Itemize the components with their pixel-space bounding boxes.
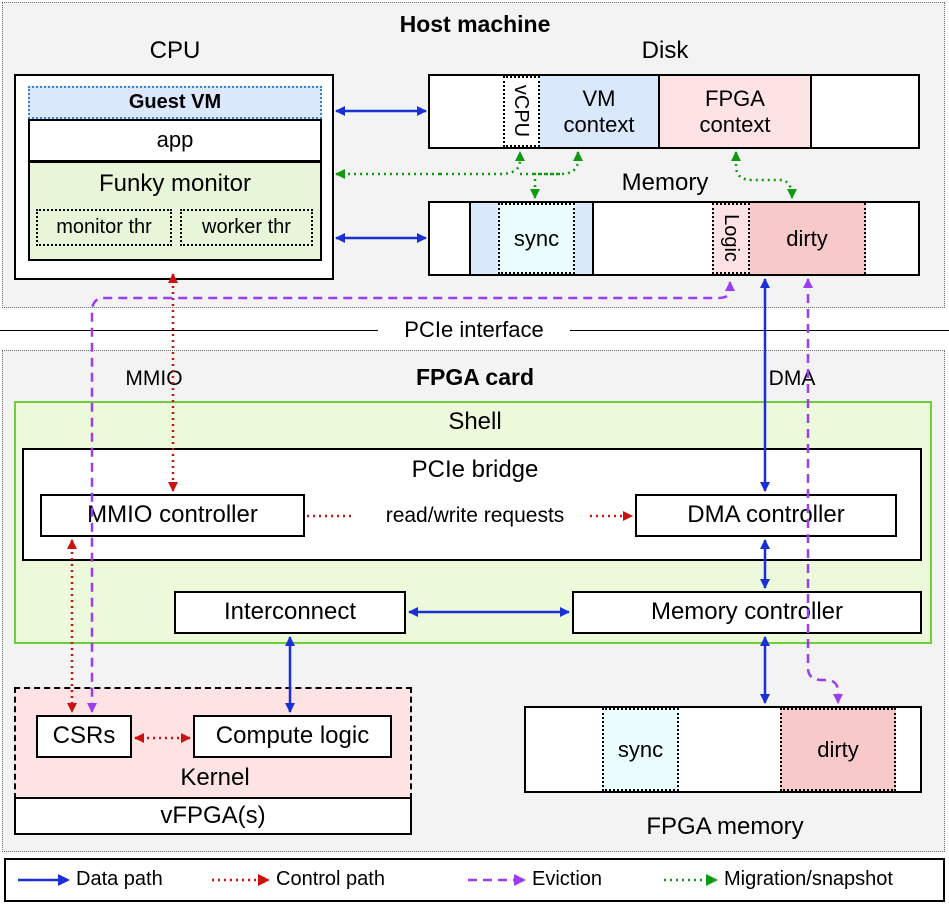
host-memory-logic-segment xyxy=(712,203,750,274)
host-machine-title: Host machine xyxy=(399,11,551,38)
legend-control-path: Control path xyxy=(212,868,385,891)
migration-to-sync xyxy=(530,172,560,199)
vfpga-box: vFPGA(s) xyxy=(14,797,412,835)
disk-vm-context: VM context xyxy=(540,76,658,147)
eviction-logic-csrs xyxy=(87,281,735,713)
host-memory-sync: sync xyxy=(498,203,575,274)
disk-label: Disk xyxy=(641,36,689,64)
legend-eviction: Eviction xyxy=(468,868,602,891)
host-memory-label: Memory xyxy=(621,168,709,196)
data-path-arrow-icon xyxy=(18,873,70,886)
guest-vm-header: Guest VM xyxy=(28,86,322,119)
eviction-arrow-icon xyxy=(468,873,526,886)
fpga-memory-label: FPGA memory xyxy=(646,812,804,840)
fpga-memory-sync: sync xyxy=(602,708,679,791)
host-memory-dirty: dirty xyxy=(750,203,866,274)
legend-eviction-label: Eviction xyxy=(532,868,603,890)
legend-data-path-label: Data path xyxy=(76,868,163,890)
compute-logic-box: Compute logic xyxy=(193,715,392,758)
cpu-label: CPU xyxy=(149,36,201,64)
monitor-thread-box: monitor thr xyxy=(36,209,172,246)
disk-fpga-context: FPGA context xyxy=(658,76,812,147)
control-path-arrow-icon xyxy=(212,873,270,886)
migration-trunk xyxy=(440,151,525,176)
migration-to-vmcontext xyxy=(520,151,583,176)
legend-control-path-label: Control path xyxy=(276,868,385,890)
legend-migration-label: Migration/snapshot xyxy=(724,868,893,890)
legend-data-path: Data path xyxy=(18,868,163,891)
migration-fpga-dirty xyxy=(731,151,797,199)
migration-arrow-icon xyxy=(664,873,718,886)
legend-box xyxy=(4,858,945,902)
disk-vcpu-segment xyxy=(503,76,540,147)
fpga-memory-dirty: dirty xyxy=(780,708,896,791)
eviction-dirty-fpgamem xyxy=(803,278,843,704)
worker-thread-box: worker thr xyxy=(180,209,313,246)
csrs-box: CSRs xyxy=(36,715,132,758)
monitor-label: Funky monitor xyxy=(98,169,252,197)
kernel-label: Kernel xyxy=(180,763,250,791)
legend-migration: Migration/snapshot xyxy=(664,868,893,891)
